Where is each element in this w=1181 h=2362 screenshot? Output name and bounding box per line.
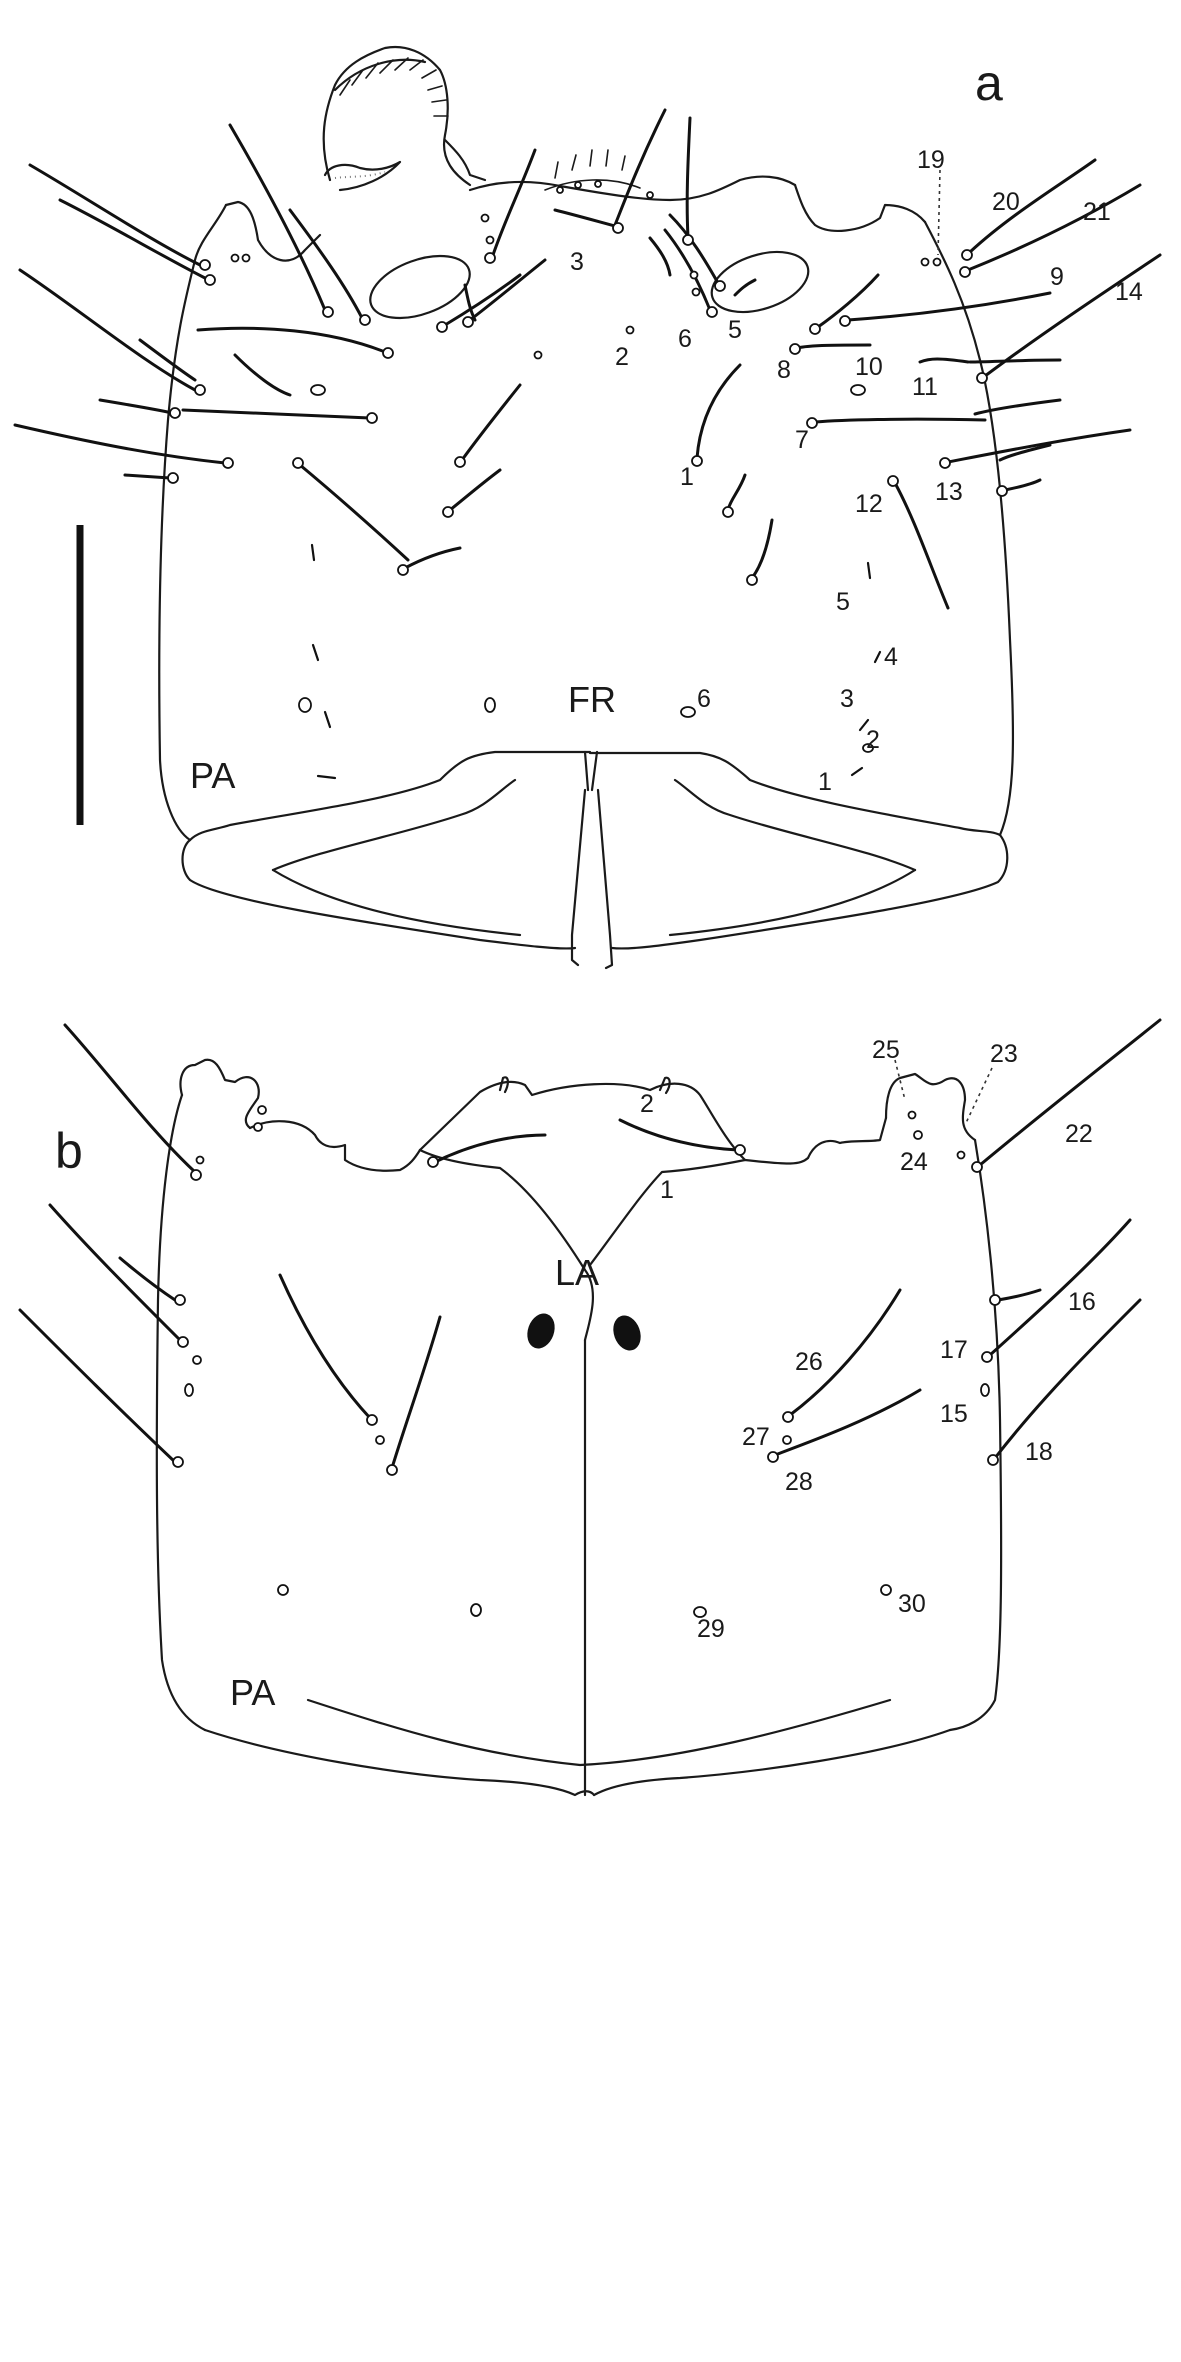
pores-a bbox=[230, 213, 942, 753]
mandible bbox=[322, 45, 487, 192]
seta-number: 5 bbox=[728, 316, 742, 344]
seta-number: 3 bbox=[840, 685, 854, 713]
seta-number: 1 bbox=[818, 768, 832, 796]
short-setae bbox=[310, 543, 882, 780]
stemma-right bbox=[613, 1315, 641, 1351]
labrum bbox=[418, 1076, 747, 1797]
seta-number: 16 bbox=[1068, 1288, 1096, 1316]
head-capsule-outline bbox=[158, 175, 1015, 842]
ventral-outline bbox=[155, 1058, 1003, 1797]
seta-number: 3 bbox=[570, 248, 584, 276]
seta-number: 6 bbox=[697, 685, 711, 713]
seta-number: 19 bbox=[917, 146, 945, 174]
setae-right bbox=[648, 116, 1162, 610]
seta-number: 12 bbox=[855, 490, 883, 518]
stemma-left bbox=[527, 1313, 555, 1349]
occipital-region bbox=[181, 750, 1009, 970]
seta-number: 23 bbox=[990, 1040, 1018, 1068]
seta-number: 2 bbox=[866, 726, 880, 754]
seta-number: 30 bbox=[898, 1590, 926, 1618]
seta-number: 1 bbox=[660, 1176, 674, 1204]
seta-number: 1 bbox=[680, 463, 694, 491]
seta-number: 5 bbox=[836, 588, 850, 616]
seta-number: 8 bbox=[777, 356, 791, 384]
pointer-23 bbox=[964, 1067, 993, 1126]
panel-label-b: b bbox=[55, 1123, 83, 1179]
seta-number: 25 bbox=[872, 1036, 900, 1064]
seta-number: 9 bbox=[1050, 263, 1064, 291]
seta-number: 4 bbox=[884, 643, 898, 671]
seta-number: 29 bbox=[697, 1615, 725, 1643]
seta-number: 22 bbox=[1065, 1120, 1093, 1148]
seta-number: 6 bbox=[678, 325, 692, 353]
setal-sockets-a bbox=[167, 222, 1008, 586]
seta-number: 11 bbox=[912, 373, 938, 401]
seta-number: 21 bbox=[1083, 198, 1111, 226]
seta-number: 20 bbox=[992, 188, 1020, 216]
setae-left bbox=[13, 108, 667, 570]
seta-number: 14 bbox=[1115, 278, 1143, 306]
panel-b: b LA PA 2 1 25 23 22 24 16 17 15 18 26 2… bbox=[18, 1018, 1162, 1797]
seta-number: 26 bbox=[795, 1348, 823, 1376]
region-label-pa-b: PA bbox=[230, 1672, 275, 1713]
sockets-pores-b bbox=[172, 1105, 1001, 1618]
setae-b bbox=[18, 1018, 1162, 1470]
pointer-19 bbox=[937, 169, 941, 256]
eye-right bbox=[710, 250, 810, 314]
region-label-la: LA bbox=[555, 1252, 599, 1293]
seta-number: 2 bbox=[615, 343, 629, 371]
seta-number: 17 bbox=[940, 1336, 968, 1364]
seta-number: 10 bbox=[855, 353, 883, 381]
region-label-fr: FR bbox=[568, 679, 616, 720]
seta-number: 24 bbox=[900, 1148, 928, 1176]
seta-number: 2 bbox=[640, 1090, 654, 1118]
seta-number: 13 bbox=[935, 478, 963, 506]
panel-label-a: a bbox=[975, 55, 1003, 111]
eye-left bbox=[369, 254, 471, 320]
region-label-pa-a: PA bbox=[190, 755, 235, 796]
parietal-line-b bbox=[306, 1698, 892, 1767]
seta-number: 28 bbox=[785, 1468, 813, 1496]
seta-number: 15 bbox=[940, 1400, 968, 1428]
panel-a: a FR PA 3 2 6 5 1 19 20 21 9 14 8 10 11 … bbox=[13, 45, 1162, 970]
seta-number: 27 bbox=[742, 1423, 770, 1451]
seta-number: 7 bbox=[795, 426, 809, 454]
seta-number: 18 bbox=[1025, 1438, 1053, 1466]
